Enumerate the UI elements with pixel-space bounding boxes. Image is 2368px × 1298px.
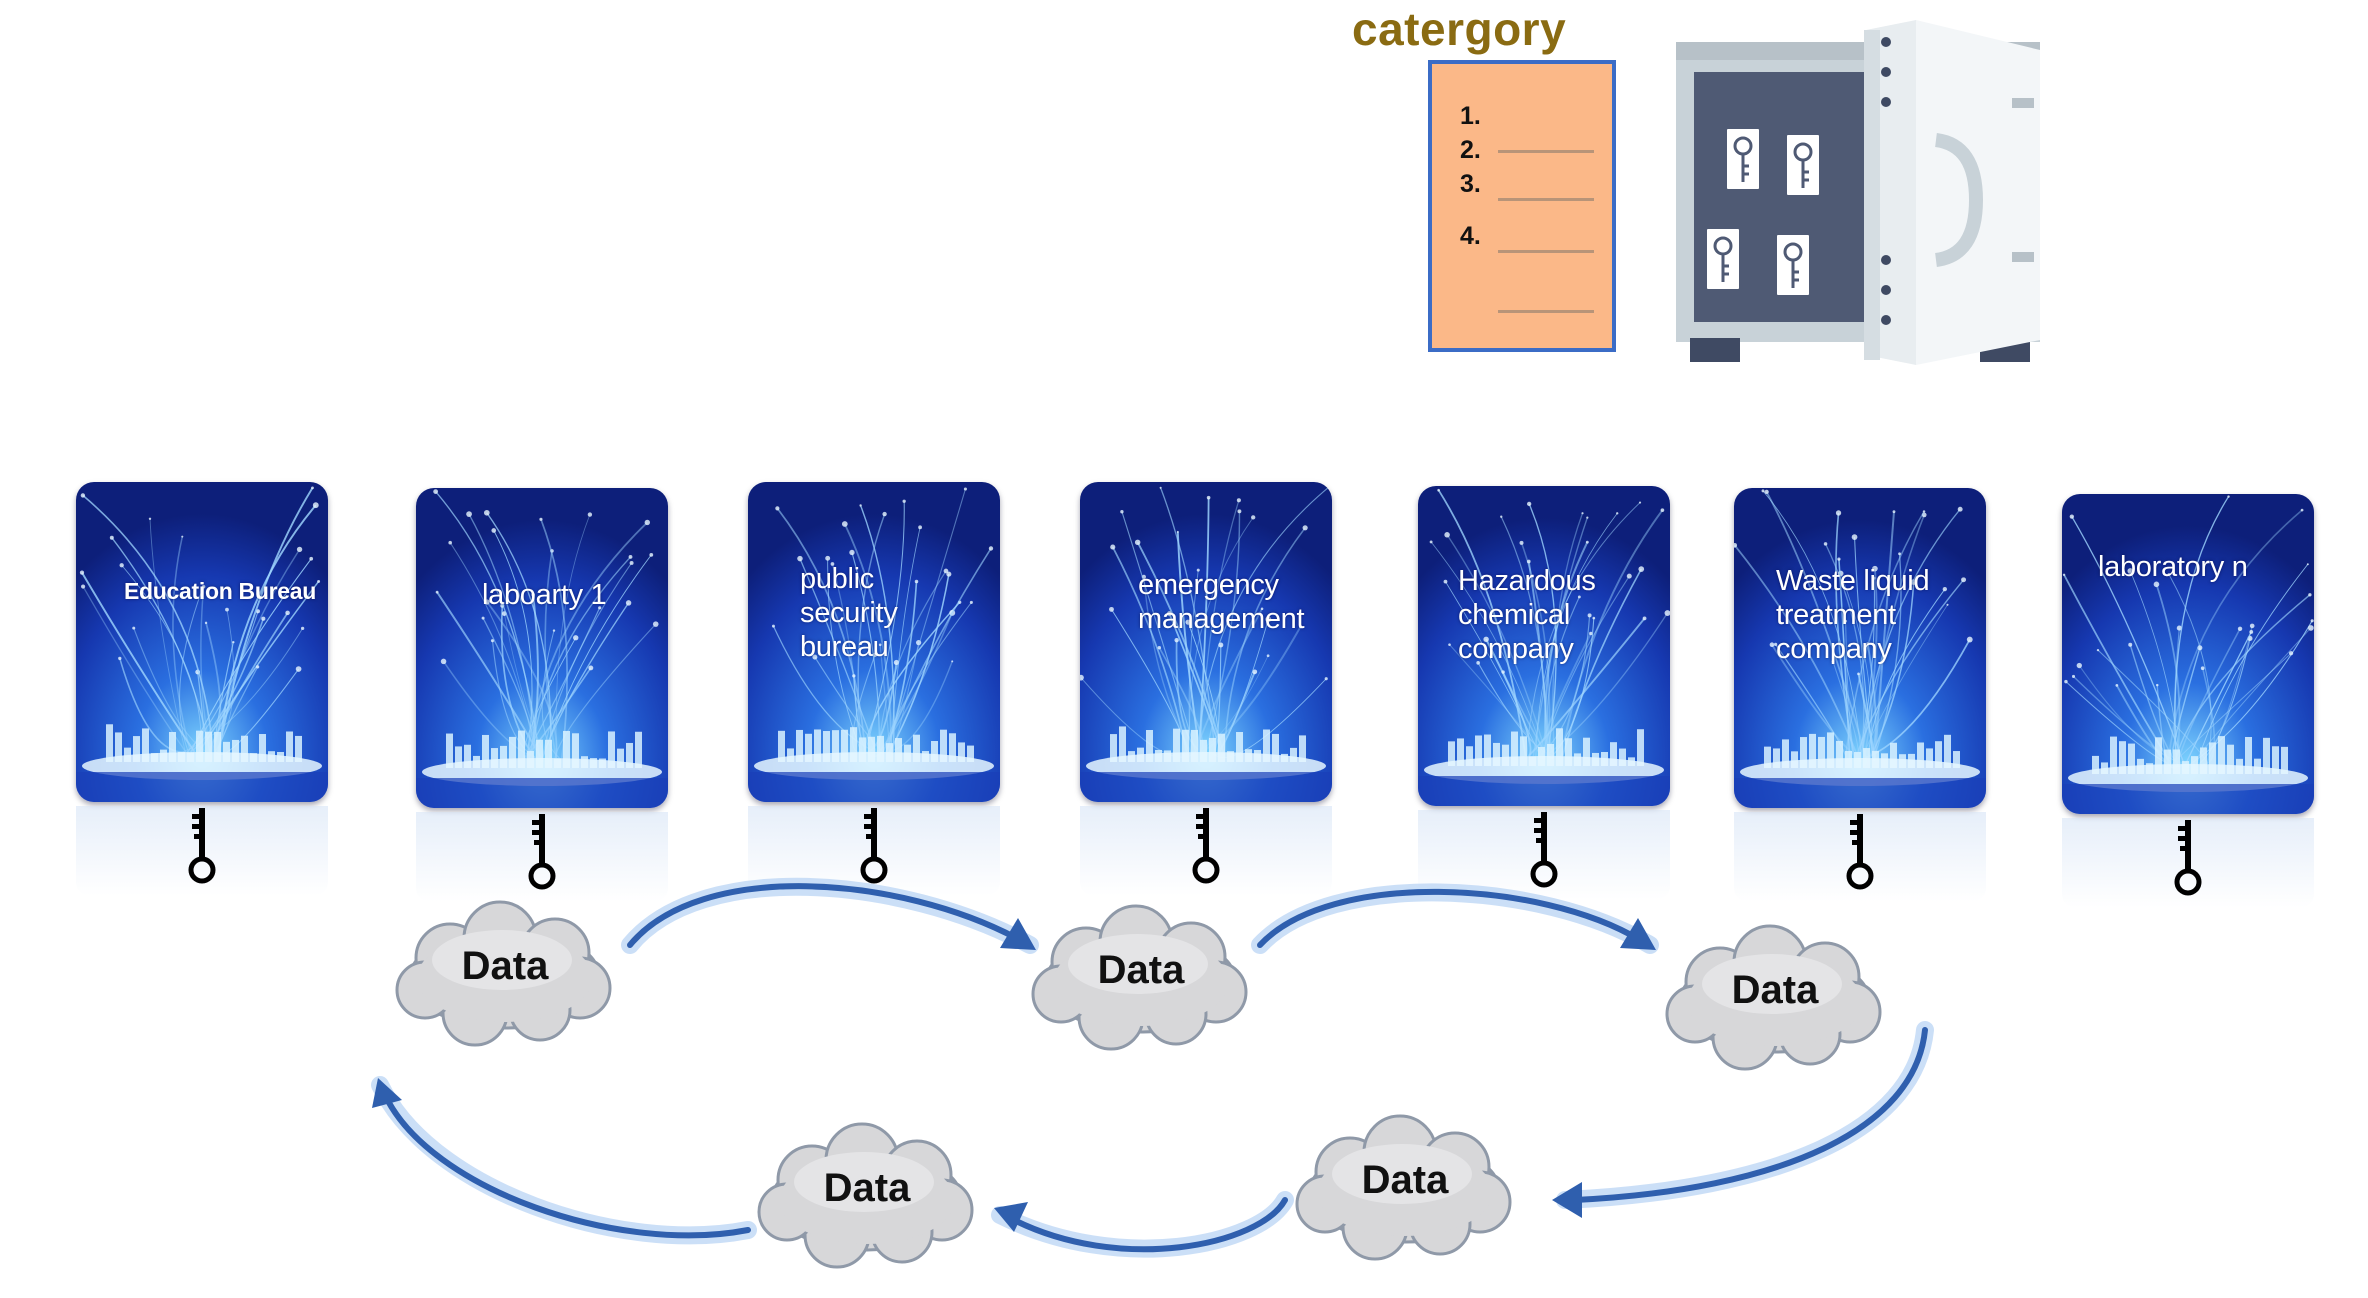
key-icon [528, 814, 556, 890]
data-cloud [1031, 904, 1248, 1051]
node-label: Waste liquid treatment company [1776, 565, 1930, 665]
node-card: laboarty 1 [416, 488, 668, 808]
key-icon [1530, 812, 1558, 888]
node-label: Education Bureau [124, 578, 317, 604]
flow-arrow [1257, 888, 1643, 948]
key-icon [188, 808, 216, 884]
data-cloud [757, 1122, 974, 1269]
category-line [1498, 198, 1594, 201]
category-list: 1. 2. 3. 4. [1428, 60, 1616, 352]
node-label: laboarty 1 [482, 579, 607, 611]
data-cloud-label: Data [1097, 948, 1185, 992]
category-line [1498, 250, 1594, 253]
node-card: public security bureau [748, 482, 1000, 802]
node-card: Waste liquid treatment company [1734, 488, 1986, 808]
arrowhead [1620, 918, 1656, 950]
node-card: Education Bureau [76, 482, 328, 802]
key-icon [860, 808, 888, 884]
node-card: laboratory n [2062, 494, 2314, 814]
data-cloud-label: Data [461, 944, 549, 988]
arrowhead [372, 1078, 402, 1108]
arrowhead [994, 1202, 1028, 1232]
flow-arrow [1007, 1197, 1288, 1253]
flow-arrow [627, 883, 1023, 948]
key-icon [1192, 808, 1220, 884]
data-cloud [395, 900, 612, 1047]
category-line [1498, 310, 1594, 313]
category-item-3: 3. [1460, 170, 1481, 198]
data-cloud [1295, 1114, 1512, 1261]
node-card: Hazardous chemical company [1418, 486, 1670, 806]
category-item-4: 4. [1460, 222, 1481, 250]
key-icon [2174, 820, 2202, 896]
data-cloud-label: Data [1731, 968, 1819, 1012]
node-label: Hazardous chemical company [1458, 565, 1596, 665]
node-label: public security bureau [800, 563, 898, 663]
arrowhead [1000, 918, 1036, 950]
flow-arrow [382, 1092, 751, 1239]
flow-arrow [1572, 1027, 1928, 1203]
node-card: emergency management [1080, 482, 1332, 802]
category-item-1: 1. [1460, 102, 1481, 130]
data-cloud-label: Data [823, 1166, 911, 1210]
key-icon [1846, 814, 1874, 890]
category-title: catergory [1352, 3, 1567, 55]
data-cloud [1665, 924, 1882, 1071]
data-cloud-label: Data [1361, 1158, 1449, 1202]
category-item-2: 2. [1460, 136, 1481, 164]
arrowhead [1552, 1182, 1582, 1218]
node-label: emergency management [1138, 569, 1305, 635]
safe-with-keys-icon [1676, 20, 2040, 365]
category-line [1498, 150, 1594, 153]
node-label: laboratory n [2098, 551, 2248, 583]
